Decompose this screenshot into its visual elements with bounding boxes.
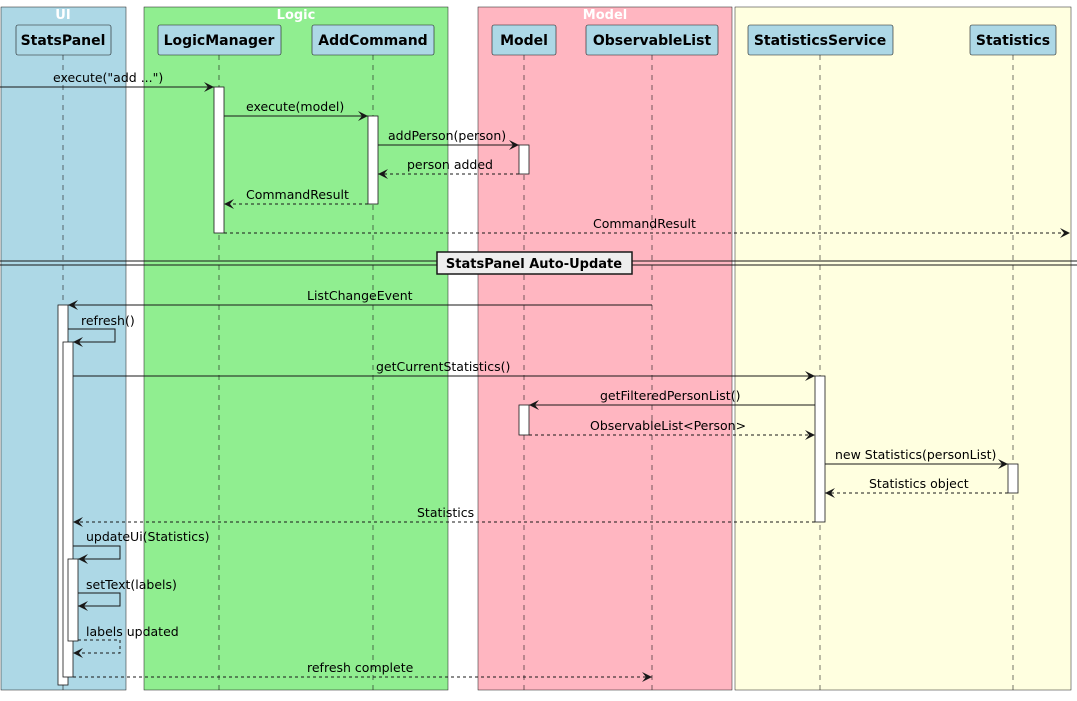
message-labels: execute("add ...") execute(model) addPer… xyxy=(53,70,996,675)
message-line xyxy=(73,545,121,564)
message-label: addPerson(person) xyxy=(388,128,506,143)
svg-text:ObservableList: ObservableList xyxy=(593,33,712,49)
svg-text:LogicManager: LogicManager xyxy=(164,33,275,49)
divider: StatsPanel Auto-Update xyxy=(0,251,1077,275)
participant-addcommand: AddCommand xyxy=(311,24,435,56)
svg-text:AddCommand: AddCommand xyxy=(318,33,427,49)
divider-label: StatsPanel Auto-Update xyxy=(446,257,622,272)
participant-statisticsservice: StatisticsService xyxy=(747,24,894,56)
box-logic: Logic xyxy=(143,6,449,691)
box-model-title: Model xyxy=(583,8,627,23)
participant-model: Model xyxy=(491,24,557,56)
message-label: person added xyxy=(407,157,493,172)
message-label: updateUi(Statistics) xyxy=(86,529,210,544)
participant-statistics: Statistics xyxy=(969,24,1057,56)
message-label: setText(labels) xyxy=(86,577,177,592)
message-line xyxy=(73,639,121,658)
message-line xyxy=(68,328,116,347)
box-statistics xyxy=(734,6,1072,691)
participant-observablelist: ObservableList xyxy=(585,24,719,56)
svg-text:StatsPanel: StatsPanel xyxy=(21,33,106,49)
message-label: refresh() xyxy=(81,313,135,328)
message-label: ObservableList<Person> xyxy=(590,418,746,433)
box-logic-title: Logic xyxy=(277,8,316,23)
activation-statspanel-updateui xyxy=(67,558,79,642)
svg-text:StatisticsService: StatisticsService xyxy=(754,33,886,49)
message-line xyxy=(78,592,121,611)
svg-text:Model: Model xyxy=(500,33,548,49)
activation-logicmanager xyxy=(213,86,225,234)
messages xyxy=(0,82,1070,682)
message-label: execute(model) xyxy=(246,99,344,114)
activation-statspanel-refresh xyxy=(62,341,74,678)
message-label: new Statistics(personList) xyxy=(835,447,996,462)
message-label: labels updated xyxy=(86,624,179,639)
message-label: ListChangeEvent xyxy=(307,288,413,303)
message-label: getFilteredPersonList() xyxy=(600,388,740,403)
participant-statspanel: StatsPanel xyxy=(15,24,112,56)
participant-logicmanager: LogicManager xyxy=(157,24,282,56)
activations xyxy=(57,86,1019,686)
message-label: execute("add ...") xyxy=(53,70,163,85)
box-model: Model xyxy=(477,6,733,691)
message-label: CommandResult xyxy=(593,216,696,231)
box-ui-title: UI xyxy=(55,8,70,23)
message-label: getCurrentStatistics() xyxy=(376,359,510,374)
activation-statisticsservice xyxy=(814,375,826,523)
activation-addcommand xyxy=(367,115,379,205)
activation-statistics xyxy=(1007,463,1019,494)
message-label: Statistics object xyxy=(869,476,969,491)
activation-model-2 xyxy=(518,404,530,436)
message-label: refresh complete xyxy=(307,660,414,675)
message-label: CommandResult xyxy=(246,187,349,202)
activation-model-1 xyxy=(518,144,530,175)
svg-text:Statistics: Statistics xyxy=(976,33,1050,49)
message-label: Statistics xyxy=(417,505,474,520)
